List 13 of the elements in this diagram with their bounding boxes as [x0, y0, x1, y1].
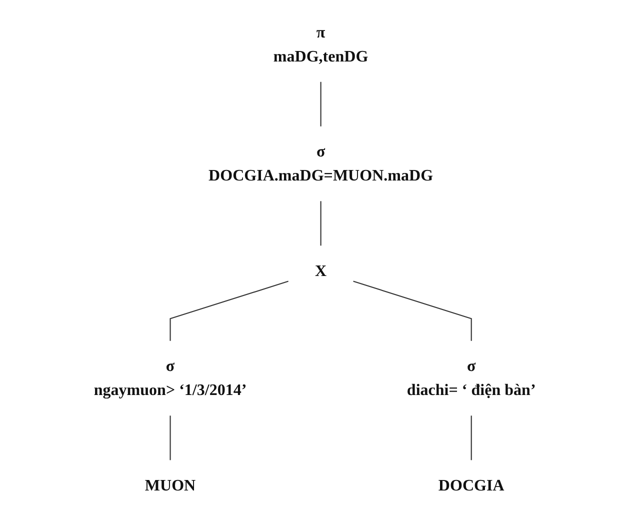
- connector: [170, 416, 171, 460]
- node-text: σ DOCGIA.maDG=MUON.maDG: [208, 142, 434, 184]
- node-text: σ diachi= ‘ điện bàn’: [407, 356, 536, 399]
- node-text: π maDG,tenDG: [274, 23, 368, 65]
- node-text: MUON: [145, 476, 196, 494]
- connector: [170, 280, 289, 341]
- connector: [471, 416, 472, 460]
- node-text: DOCGIA: [438, 476, 504, 494]
- node-text: σ ngaymuon> ‘1/3/2014’: [94, 356, 247, 399]
- connector: [320, 82, 322, 126]
- connector: [320, 201, 322, 246]
- node-text: X: [315, 262, 327, 280]
- connector: [353, 280, 472, 341]
